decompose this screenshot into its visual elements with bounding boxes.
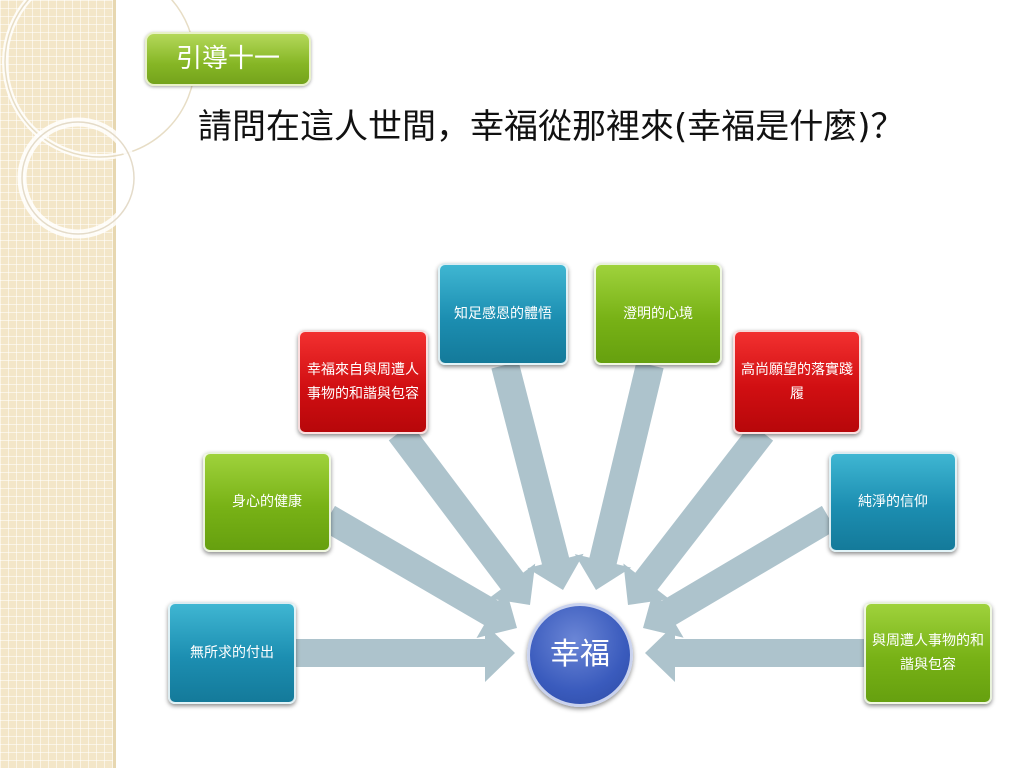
node-noble-aspirations: 高尚願望的落實踐履 bbox=[733, 330, 861, 434]
node-clear-mind: 澄明的心境 bbox=[594, 263, 722, 365]
section-tag: 引導十一 bbox=[145, 32, 311, 86]
node-contentment-gratitude: 知足感恩的體悟 bbox=[438, 263, 568, 365]
node-harmony-inclusion-source: 幸福來自與周遭人事物的和諧與包容 bbox=[298, 330, 428, 434]
question-heading: 請問在這人世間，幸福從那裡來(幸福是什麼)？ bbox=[198, 107, 905, 147]
node-selfless-giving: 無所求的付出 bbox=[168, 602, 296, 704]
arrow-5 bbox=[574, 361, 664, 590]
arrow-8 bbox=[645, 624, 864, 682]
strip-edge bbox=[113, 0, 116, 768]
node-pure-faith: 純淨的信仰 bbox=[829, 452, 957, 552]
center-happiness: 幸福 bbox=[527, 603, 633, 707]
arrow-4 bbox=[491, 361, 584, 590]
arrow-6 bbox=[623, 423, 774, 605]
node-harmony-inclusion: 與周遭人事物的和諧與包容 bbox=[864, 602, 992, 704]
arrow-7 bbox=[643, 505, 837, 638]
arrow-1 bbox=[296, 624, 515, 682]
arrow-2 bbox=[321, 505, 517, 638]
arrow-3 bbox=[388, 423, 536, 605]
node-body-mind-health: 身心的健康 bbox=[203, 452, 331, 552]
